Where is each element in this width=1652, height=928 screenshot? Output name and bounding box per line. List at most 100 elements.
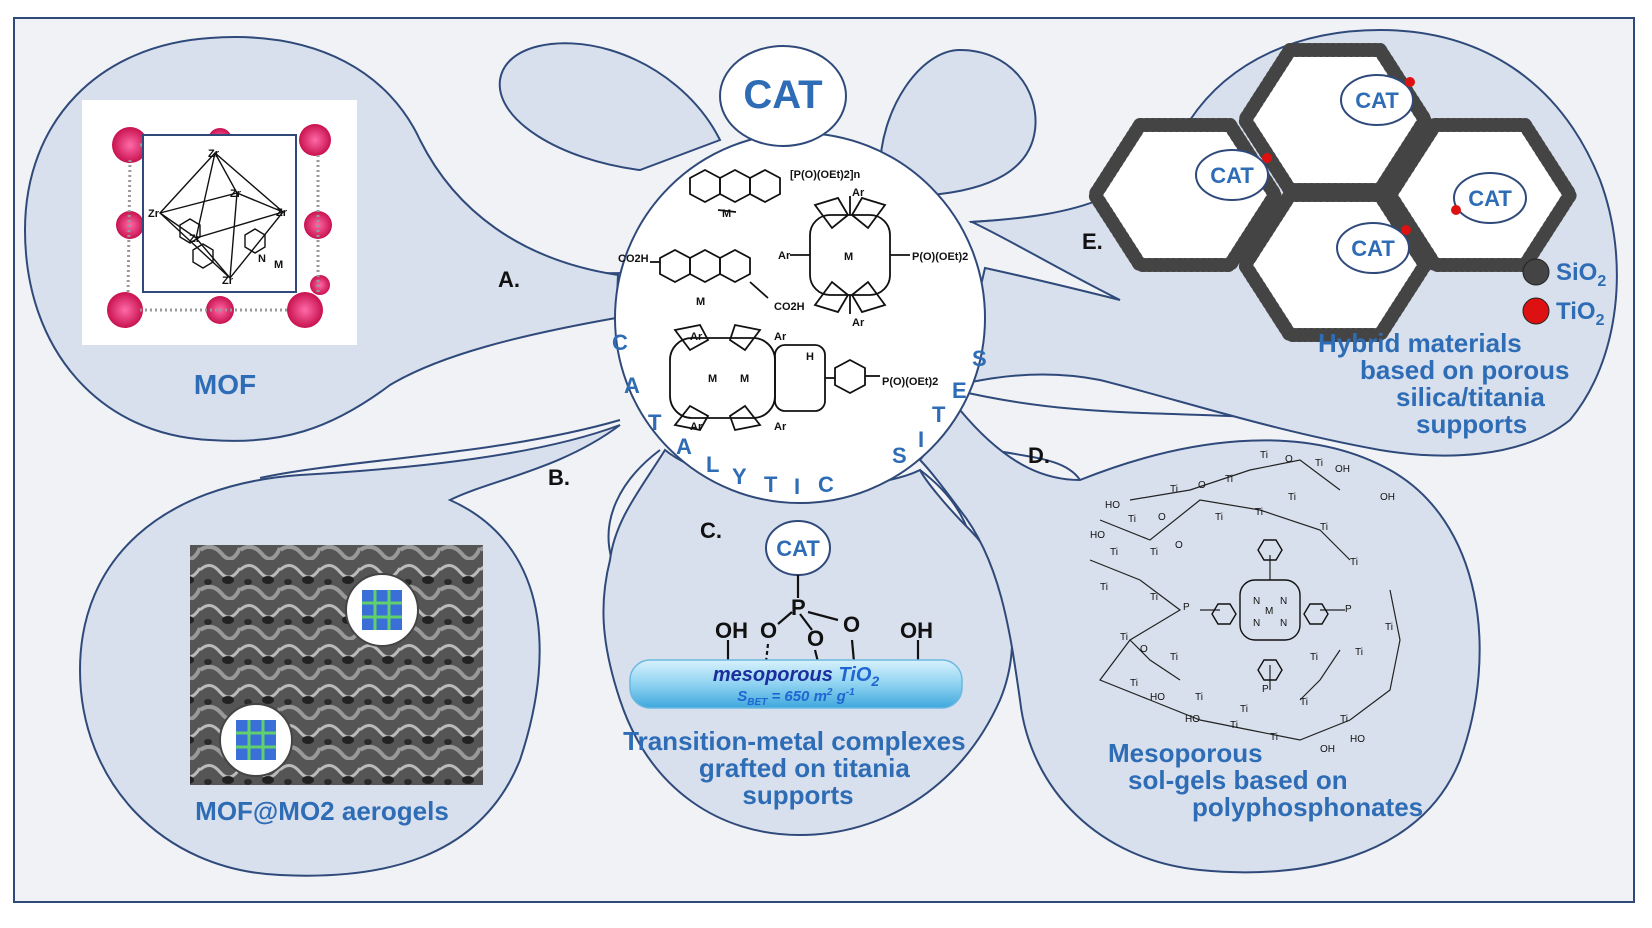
atom-ti: Ti: [1340, 714, 1348, 725]
section-c-caption: Transition-metal complexes grafted on ti…: [623, 726, 973, 810]
c-linker-bonds: [726, 575, 920, 663]
atom-ho: HO: [1350, 734, 1365, 745]
chem-label: CO2H: [618, 253, 649, 265]
atom-zr: Zr: [208, 148, 220, 160]
atom-ho: HO: [1185, 714, 1200, 725]
sio2-label: SiO2: [1556, 259, 1606, 290]
sbet-g: g: [832, 688, 845, 705]
arc-letter: C: [818, 472, 834, 497]
ear-right: [878, 48, 1037, 197]
cat-pores: [1195, 74, 1527, 274]
arc-letter: C: [612, 330, 628, 355]
section-b: B. MOF@MO2 aerogels: [190, 465, 570, 826]
chem-label: P(O)(OEt)2: [912, 251, 968, 263]
caption-line: silica/titania: [1396, 382, 1545, 412]
caption-line: sol-gels based on: [1128, 765, 1348, 795]
bubble-d: [918, 408, 1481, 874]
atom-ti: Ti: [1215, 512, 1223, 523]
atom-o: O: [1140, 644, 1148, 655]
tio2-swatch: [1522, 297, 1550, 325]
section-e-caption: Hybrid materials based on porous silica/…: [1318, 328, 1577, 439]
chem-label: [P(O)(OEt)2]n: [790, 169, 861, 181]
arc-letter: S: [892, 443, 907, 468]
atom-ti: Ti: [1310, 652, 1318, 663]
atom-n: N: [1253, 618, 1260, 629]
atom-oh: OH: [1380, 492, 1395, 503]
atom-o: O: [1198, 480, 1206, 491]
c-atom-labels: P O O O OH OH: [715, 595, 933, 651]
arc-letter: L: [706, 452, 719, 477]
atom-ti: Ti: [1230, 720, 1238, 731]
chem-label: Ar: [774, 331, 787, 343]
arc-letter: S: [972, 346, 987, 371]
atom-ti: Ti: [1355, 647, 1363, 658]
atom-o: O: [843, 612, 860, 637]
chem-label: M: [708, 373, 717, 385]
arc-letter: A: [624, 373, 640, 398]
tio2-bar-prefix: mesoporous: [713, 664, 839, 686]
pore-cat-label: CAT: [1351, 236, 1395, 261]
atom-n: N: [1280, 596, 1287, 607]
arc-letter: T: [932, 402, 946, 427]
section-a-caption: MOF: [194, 369, 256, 400]
atom-oh: OH: [900, 618, 933, 643]
atom-ti: Ti: [1385, 622, 1393, 633]
atom-ti: Ti: [1120, 632, 1128, 643]
atom-o: O: [1285, 454, 1293, 465]
caption-line: supports: [742, 780, 853, 810]
top-cat-bubble: [719, 45, 847, 147]
chem-label: H: [806, 351, 814, 363]
tio2-sub: 2: [1596, 312, 1605, 329]
atom-ti: Ti: [1130, 678, 1138, 689]
arc-letter: I: [918, 427, 924, 452]
atom-ti: Ti: [1150, 547, 1158, 558]
section-b-letter: B.: [548, 465, 570, 490]
chem-label: Ar: [852, 187, 865, 199]
mof-octahedron: [159, 152, 284, 280]
atom-ti: Ti: [1288, 492, 1296, 503]
sbet-s: S: [737, 688, 747, 705]
atom-n: N: [1253, 596, 1260, 607]
solgel-atom-labels: Ti O Ti OH Ti O Ti Ti OH HO Ti O Ti Ti T…: [1090, 450, 1395, 755]
center-chem-labels: [P(O)(OEt)2]n M CO2H M CO2H Ar Ar M P(O)…: [618, 169, 968, 433]
atom-o: O: [1158, 512, 1166, 523]
arc-letter: T: [764, 472, 778, 497]
caption-line: grafted on titania: [699, 753, 910, 783]
atom-oh: OH: [1335, 464, 1350, 475]
sbet-mid: = 650 m: [767, 688, 827, 705]
atom-ti: Ti: [1100, 582, 1108, 593]
ear-left: [498, 42, 722, 172]
caption-line: supports: [1416, 409, 1527, 439]
tio2-support-bar: [629, 659, 963, 709]
arc-letter: I: [794, 474, 800, 499]
atom-ti: Ti: [1225, 474, 1233, 485]
sbet-sup1: 2: [826, 687, 833, 698]
mof-crystal-inset: [345, 573, 419, 647]
material-legend: SiO2 TiO2: [1522, 258, 1606, 329]
atom-ho: HO: [1105, 500, 1120, 511]
atom-ti: Ti: [1170, 484, 1178, 495]
atom-ti: Ti: [1350, 557, 1358, 568]
atom-m: M: [274, 259, 283, 271]
section-e-letter: E.: [1082, 229, 1103, 254]
tio2-bar-chem: TiO: [838, 664, 871, 686]
caption-line: Hybrid materials: [1318, 328, 1522, 358]
atom-ti: Ti: [1195, 692, 1203, 703]
top-cat-label: CAT: [743, 73, 822, 117]
atom-o: O: [807, 626, 824, 651]
chem-label: P(O)(OEt)2: [882, 376, 938, 388]
atom-m: M: [1265, 606, 1273, 617]
atom-ti: Ti: [1240, 704, 1248, 715]
atom-ti: Ti: [1315, 458, 1323, 469]
atom-ti: Ti: [1128, 514, 1136, 525]
chem-label: Ar: [690, 421, 703, 433]
atom-oh: OH: [715, 618, 748, 643]
section-e: E. CAT CAT CAT CAT SiO2 TiO2: [1082, 43, 1606, 439]
atom-ho: HO: [1090, 530, 1105, 541]
atom-o: O: [760, 618, 777, 643]
atom-ti: Ti: [1300, 697, 1308, 708]
atom-ti: Ti: [1110, 547, 1118, 558]
c-cat-label: CAT: [776, 536, 820, 561]
sbet-sup2: -1: [846, 687, 855, 698]
atom-zr: Zr: [148, 208, 160, 220]
